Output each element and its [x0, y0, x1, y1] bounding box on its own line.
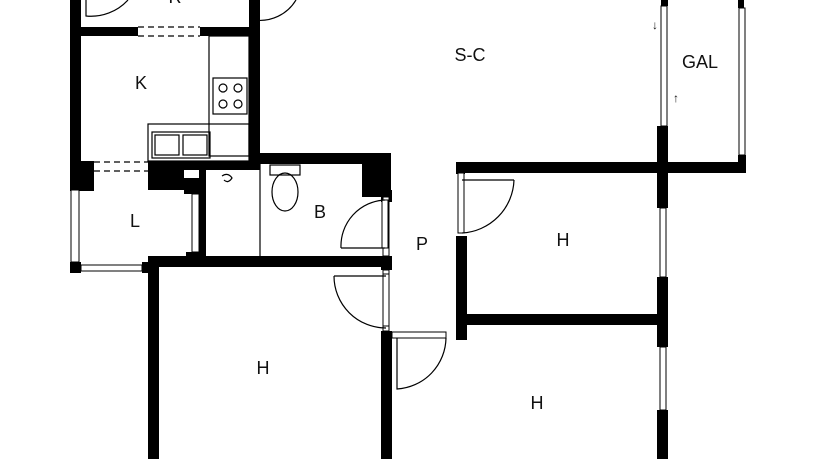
toilet-bowl-icon	[271, 172, 299, 212]
door-h-bottom-swing	[396, 337, 447, 390]
door-h-left-swing	[333, 275, 387, 329]
burner-2	[233, 83, 243, 93]
window-l-right	[191, 193, 200, 253]
window-gal-right	[738, 7, 746, 156]
arrow-down-label: ↓	[652, 18, 658, 32]
kitchen-fixtures	[147, 35, 250, 162]
wall-b-corner	[362, 153, 391, 197]
burner-1	[218, 83, 228, 93]
wall-h-mid	[456, 314, 666, 325]
door-h-right-leaf	[457, 172, 465, 234]
walls	[70, 0, 746, 459]
sink-icon	[151, 131, 211, 159]
wall-h-right-lower	[657, 410, 668, 459]
wall-b-bottom	[148, 256, 391, 267]
room-labels: R S-C GAL K L B P H H H ↓ ↑	[130, 0, 718, 413]
room-label-k: K	[135, 73, 147, 93]
door-r-right	[253, 0, 297, 22]
room-label-sc: S-C	[455, 45, 486, 65]
kitchen-counter-vertical	[208, 35, 250, 157]
kitchen-counter-horizontal	[147, 123, 250, 162]
arrow-up-label: ↑	[673, 91, 679, 105]
wall-pillar-left	[148, 161, 184, 190]
door-h-right-swing	[461, 179, 515, 234]
wall-k-right	[249, 27, 260, 167]
windows	[70, 5, 746, 411]
wall-gal-top	[738, 0, 744, 8]
door-r-left	[85, 0, 129, 17]
window-sc-right	[660, 5, 668, 127]
wall-h-left-right	[381, 331, 392, 459]
window-l-left	[70, 189, 80, 263]
room-label-l: L	[130, 211, 140, 231]
window-l-bottom	[80, 264, 143, 272]
room-label-gal: GAL	[682, 52, 718, 72]
stove-icon	[212, 77, 248, 115]
wall-h-top	[456, 162, 746, 173]
openings	[94, 26, 200, 172]
wall-h-left-left	[148, 262, 159, 459]
sink-basin-right	[182, 134, 208, 156]
sink-basin-left	[154, 134, 180, 156]
wall-l-post-right	[142, 262, 153, 273]
wall-l-right-post	[186, 252, 206, 264]
wall-p-post	[381, 256, 392, 270]
burner-3	[218, 99, 228, 109]
wall-gal-post	[738, 155, 746, 164]
door-h-bottom-leaf	[391, 331, 447, 339]
door-b-leaf	[381, 199, 389, 249]
wall-k-bottom-left	[70, 161, 94, 191]
bathroom-fixtures	[221, 164, 301, 256]
wall-h-left-lower	[456, 236, 467, 340]
window-h-right-lower	[659, 346, 667, 411]
wall-h-left-stub	[456, 162, 465, 174]
wall-h-right-upper	[657, 126, 668, 208]
burner-4	[233, 99, 243, 109]
doors	[85, 0, 515, 390]
wall-l-post-left	[70, 262, 81, 273]
door-b-swing	[340, 199, 386, 249]
door-h-left-leaf	[382, 273, 390, 327]
wall-b-right	[381, 190, 392, 202]
wall-left-upper	[70, 0, 81, 190]
toilet-tank-icon	[269, 164, 301, 176]
room-label-h-left: H	[257, 358, 270, 378]
wall-gal-left-top	[661, 0, 668, 6]
wall-b-top	[249, 153, 391, 164]
room-label-b: B	[314, 202, 326, 222]
window-h-right-upper	[659, 207, 667, 278]
wall-b-left	[199, 164, 206, 259]
room-label-h-right: H	[557, 230, 570, 250]
washer-icon	[221, 173, 233, 183]
wall-k-top-right	[200, 27, 260, 36]
wall-h-right-mid	[657, 277, 668, 347]
wall-k-top-left	[70, 27, 138, 36]
room-label-h-bottom: H	[531, 393, 544, 413]
room-label-r: R	[169, 0, 182, 7]
room-label-p: P	[416, 234, 428, 254]
